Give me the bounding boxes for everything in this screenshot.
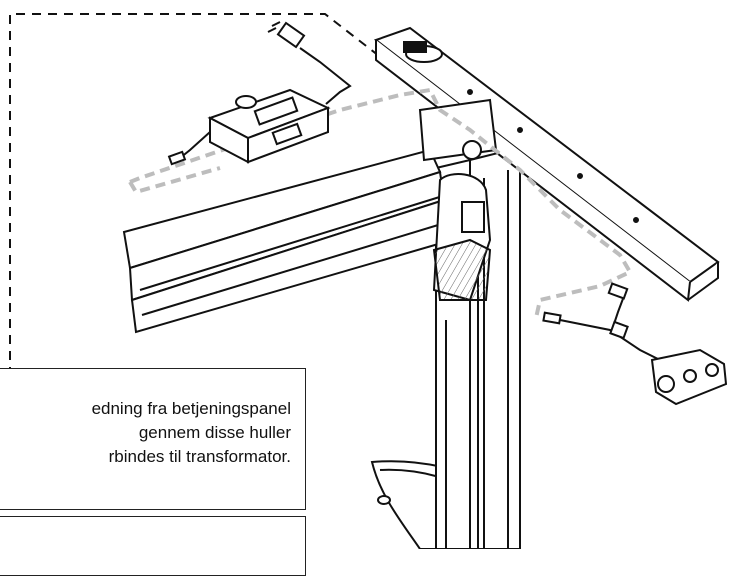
cable-route-branch [128,166,221,195]
secondary-callout [0,516,306,576]
cable-route [129,87,633,319]
instruction-line: gennem disse huller [138,423,291,442]
control-panel-icon [542,282,728,406]
leg-motor [432,173,492,302]
instruction-line: rbindes til transformator. [108,447,291,466]
instruction-line: edning fra betjeningspanel [91,399,291,418]
zoom-outline [9,13,411,392]
instruction-text: edning fra betjeningspanel gennem disse … [0,397,291,469]
assembly-diagram [9,13,728,549]
transformer-box-icon [167,88,331,166]
power-plug-icon [267,21,352,105]
crossbar-beam [122,148,454,334]
instruction-callout: edning fra betjeningspanel gennem disse … [0,368,306,510]
